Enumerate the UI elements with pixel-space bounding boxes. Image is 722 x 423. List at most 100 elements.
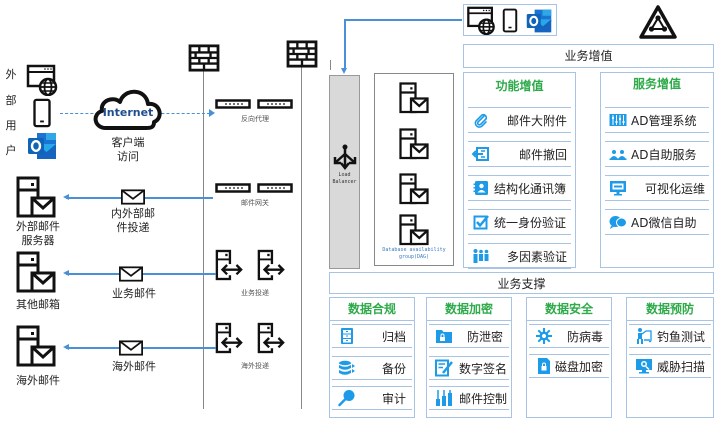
gateway-appliance-icon (257, 183, 293, 193)
load-balancer-icon (333, 144, 357, 170)
arrow-head-icon (209, 109, 215, 117)
business-support-title: 业务支撑 (329, 272, 714, 294)
browser-icon (466, 6, 496, 35)
proxy-appliance-icon (257, 99, 293, 109)
feature-item[interactable]: 多因素验证 (468, 243, 571, 269)
client-connector-line (344, 19, 462, 21)
mail-server-icon (16, 325, 56, 369)
arrow-head-icon (63, 194, 69, 200)
chat-icon (609, 213, 627, 231)
feature-item[interactable]: 邮件大附件 (468, 107, 571, 133)
support-item[interactable]: 防泄密 (429, 324, 509, 348)
database-icon (338, 359, 356, 377)
support-label: 邮件控制 (458, 391, 507, 406)
phone-icon (502, 8, 518, 33)
outlook-icon (25, 130, 59, 162)
envelope-icon (118, 266, 144, 282)
support-label: 防病毒 (566, 329, 603, 344)
arrow-head-icon (63, 344, 69, 350)
column-title: 数据预防 (627, 298, 713, 321)
firewall-icon (188, 44, 220, 72)
network-hub-icon (639, 5, 677, 39)
feature-item[interactable]: 邮件撤回 (468, 141, 571, 167)
mailbox-server-icon (399, 214, 429, 247)
support-item[interactable]: 数字签名 (429, 356, 509, 380)
overseas-delivery-label: 海外投递 (241, 362, 269, 370)
relay-server-icon (257, 249, 285, 281)
paperclip-icon (472, 111, 490, 129)
data-security-column: 数据安全 防病毒 磁盘加密 (526, 297, 612, 418)
feature-label: 邮件撤回 (518, 147, 567, 162)
feature-label: 结构化通讯簿 (494, 181, 567, 196)
arrow-head-icon (63, 270, 69, 276)
locked-folder-icon (435, 327, 453, 345)
dag-box: Database availability group(DAG) (374, 73, 454, 266)
flow-label: 内外部邮 (111, 207, 155, 220)
relay-server-icon (215, 249, 243, 281)
client-access-label: 客户端 (111, 136, 145, 149)
management-icon (609, 111, 627, 129)
service-item[interactable]: AD自助服务 (605, 141, 709, 167)
functional-value-panel: 功能增值 邮件大附件 邮件撤回 结构化通讯簿 统一身份验证 多因素验证 (463, 72, 576, 269)
outlook-icon (524, 7, 554, 35)
feature-item[interactable]: 结构化通讯簿 (468, 175, 571, 201)
service-value-panel: 服务增值 AD管理系统 AD自助服务 可视化运维 AD微信自助 (600, 72, 714, 268)
recall-icon (472, 145, 490, 163)
magnifier-icon (338, 389, 356, 407)
gateway-appliance-icon (215, 183, 251, 193)
support-item[interactable]: 威胁扫描 (629, 354, 711, 378)
client-connector-vertical (344, 19, 346, 69)
server-label: 其他邮箱 (16, 298, 60, 311)
dag-label: group(DAG) (398, 254, 430, 260)
value-added-title: 业务增值 (463, 44, 714, 68)
feature-item[interactable]: 统一身份验证 (468, 209, 571, 235)
support-item[interactable]: 归档 (332, 324, 412, 348)
external-users-label-char: 户 (5, 144, 17, 157)
firewall-divider-2 (301, 66, 302, 409)
server-label: 服务器 (21, 234, 55, 247)
internet-label: Internet (102, 106, 154, 119)
relay-server-icon (215, 322, 243, 354)
support-label: 归档 (381, 329, 406, 344)
mailbox-server-icon (399, 128, 429, 161)
scan-icon (635, 357, 653, 375)
arrow-head-icon (341, 68, 347, 74)
support-label: 数字签名 (458, 361, 507, 376)
support-item[interactable]: 审计 (332, 386, 412, 410)
mail-gateway-label: 邮件网关 (241, 199, 269, 207)
external-users-label-char: 用 (5, 119, 17, 132)
cabinet-icon (338, 327, 356, 345)
support-item[interactable]: 防病毒 (529, 324, 609, 348)
support-item[interactable]: 钓鱼测试 (629, 324, 711, 348)
server-label: 外部邮件 (16, 220, 60, 233)
load-balancer-label: Balancer (332, 179, 357, 185)
service-label: AD自助服务 (631, 147, 697, 162)
dag-label: Database availability (382, 247, 446, 253)
mailbox-server-icon (399, 82, 429, 115)
service-label: AD管理系统 (631, 113, 697, 128)
mail-server-icon (16, 251, 56, 295)
relay-server-icon (257, 322, 285, 354)
checkbox-icon (472, 213, 490, 231)
cloud-icon (93, 89, 162, 130)
browser-icon (25, 64, 59, 96)
data-prevention-column: 数据预防 钓鱼测试 威胁扫描 (626, 297, 714, 418)
service-item[interactable]: AD管理系统 (605, 107, 709, 133)
phone-icon (32, 98, 52, 128)
support-item[interactable]: 邮件控制 (429, 386, 509, 410)
service-label: AD微信自助 (631, 215, 697, 230)
functional-value-title: 功能增值 (495, 79, 544, 93)
service-item[interactable]: 可视化运维 (605, 175, 709, 201)
business-delivery-label: 业务投递 (241, 289, 269, 297)
support-item[interactable]: 磁盘加密 (529, 354, 609, 378)
client-access-label: 访问 (117, 150, 139, 163)
client-icons-box (463, 4, 557, 36)
support-label: 备份 (381, 361, 406, 376)
support-label: 防泄密 (466, 329, 503, 344)
column-title: 数据加密 (427, 298, 511, 321)
support-item[interactable]: 备份 (332, 356, 412, 380)
service-item[interactable]: AD微信自助 (605, 209, 709, 235)
envelope-icon (118, 340, 144, 356)
proxy-appliance-icon (215, 99, 251, 109)
data-encryption-column: 数据加密 防泄密 数字签名 邮件控制 (426, 297, 512, 418)
